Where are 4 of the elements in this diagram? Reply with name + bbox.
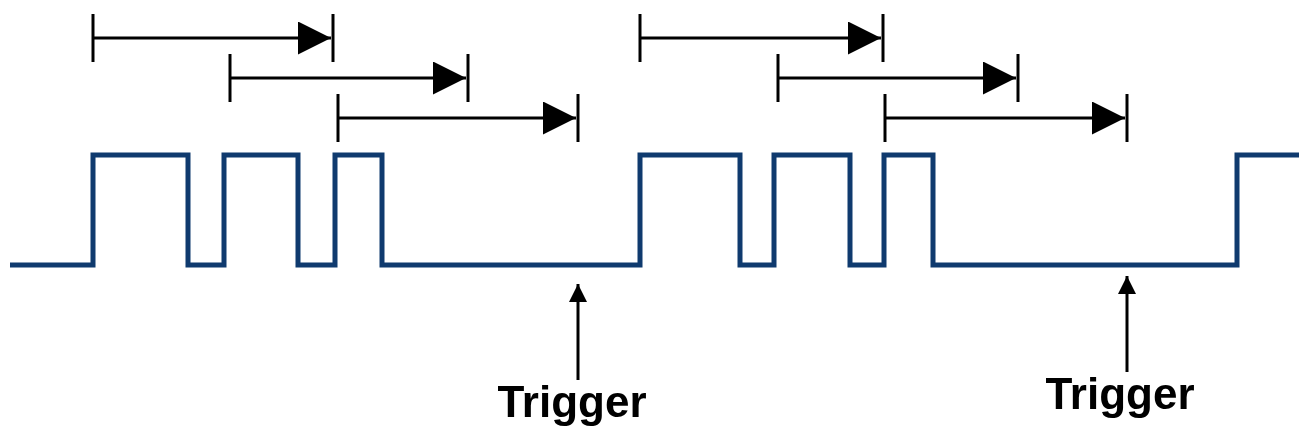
trigger-label: Trigger [497,380,647,424]
trigger-label: Trigger [1045,372,1195,416]
arrow [1118,276,1136,372]
arrow [569,284,587,380]
